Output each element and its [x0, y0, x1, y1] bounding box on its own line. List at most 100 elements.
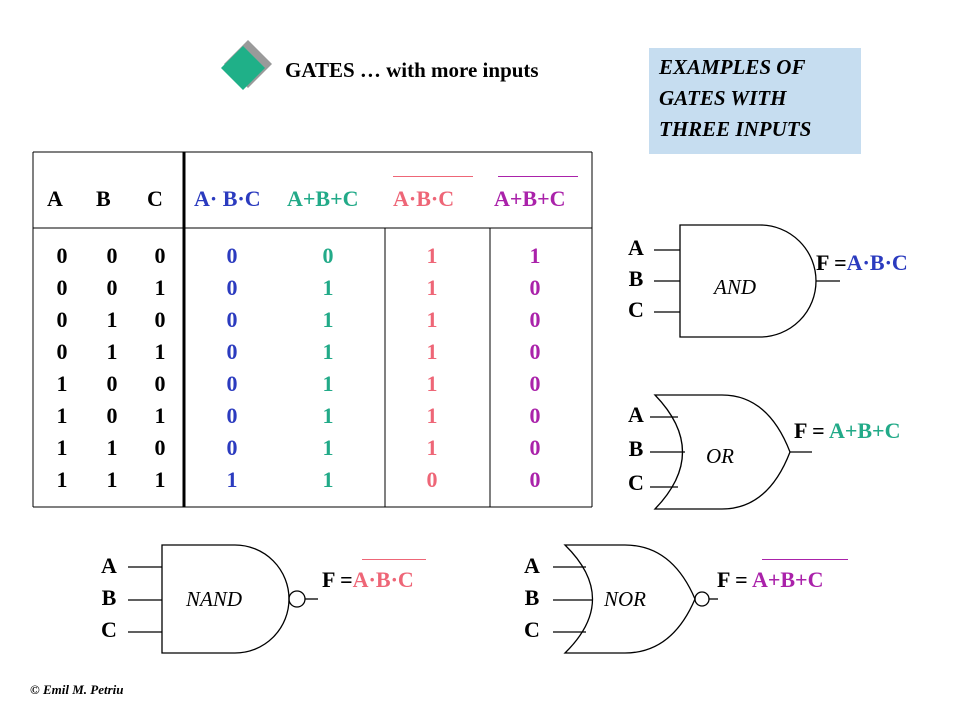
nor-input-b: B [524, 585, 540, 610]
examples-line-2: GATES WITH [659, 86, 787, 110]
cell-c-row-1: 0 [154, 243, 166, 268]
cell-and-row-1: 0 [226, 243, 238, 268]
and-gate-name: AND [714, 275, 756, 299]
cell-nor-row-5: 0 [529, 371, 541, 396]
nand-gate-symbol [128, 544, 318, 654]
cell-and-row-4: 0 [226, 339, 238, 364]
and-gate-symbol [654, 224, 840, 338]
and-formula-prefix: F = [816, 250, 847, 275]
cell-nand-row-8: 0 [426, 467, 438, 492]
cell-nand-row-5: 1 [426, 371, 438, 396]
cell-and-row-5: 0 [226, 371, 238, 396]
cell-b-row-7: 1 [106, 435, 118, 460]
and-formula: F =A·B·C [816, 250, 908, 276]
nand-header-overline [393, 176, 473, 177]
nand-input-a: A [101, 553, 117, 578]
cell-a-row-1: 0 [56, 243, 68, 268]
truth-table-frame [32, 151, 593, 508]
or-gate-name: OR [706, 444, 734, 468]
nor-formula-overline [762, 559, 848, 560]
nor-formula: F = A+B+C [717, 567, 823, 593]
nor-gate-name: NOR [604, 587, 646, 611]
cell-nor-row-3: 0 [529, 307, 541, 332]
copyright: © Emil M. Petriu [30, 682, 124, 697]
diamond-bullet-icon [221, 40, 272, 90]
or-formula-expr: A+B+C [828, 418, 901, 443]
nand-formula-expr: A·B·C [352, 567, 414, 592]
column-and: 0 0 0 0 0 0 0 1 [222, 240, 242, 496]
cell-a-row-6: 1 [56, 403, 68, 428]
cell-nor-row-4: 0 [529, 339, 541, 364]
nand-formula-prefix: F = [322, 567, 353, 592]
nor-formula-expr: A+B+C [751, 567, 824, 592]
header-nor: A+B+C [494, 186, 566, 211]
or-formula-prefix: F = [794, 418, 829, 443]
cell-b-row-4: 1 [106, 339, 118, 364]
examples-line-1: EXAMPLES OF [659, 55, 806, 79]
cell-or-row-3: 1 [322, 307, 334, 332]
cell-and-row-7: 0 [226, 435, 238, 460]
page-title: GATES … with more inputs [285, 58, 539, 82]
cell-nor-row-2: 0 [529, 275, 541, 300]
cell-or-row-2: 1 [322, 275, 334, 300]
cell-nand-row-1: 1 [426, 243, 438, 268]
nor-input-a: A [524, 553, 540, 578]
nand-formula-overline [362, 559, 426, 560]
nor-gate-symbol [553, 544, 718, 654]
or-gate-symbol [650, 394, 812, 510]
cell-b-row-8: 1 [106, 467, 118, 492]
cell-or-row-7: 1 [322, 435, 334, 460]
cell-a-row-3: 0 [56, 307, 68, 332]
cell-and-row-3: 0 [226, 307, 238, 332]
cell-c-row-6: 1 [154, 403, 166, 428]
cell-or-row-8: 1 [322, 467, 334, 492]
or-input-c: C [628, 470, 644, 495]
cell-b-row-6: 0 [106, 403, 118, 428]
examples-box: EXAMPLES OF GATES WITH THREE INPUTS [649, 48, 861, 154]
cell-b-row-5: 0 [106, 371, 118, 396]
header-c: C [147, 186, 163, 211]
header-a: A [47, 186, 63, 211]
nor-header-overline [498, 176, 578, 177]
cell-and-row-2: 0 [226, 275, 238, 300]
header-nand: A·B·C [393, 186, 455, 211]
nor-input-c: C [524, 617, 540, 642]
cell-c-row-3: 0 [154, 307, 166, 332]
cell-and-row-6: 0 [226, 403, 238, 428]
and-input-a: A [628, 235, 644, 260]
or-input-b: B [628, 436, 644, 461]
cell-nor-row-7: 0 [529, 435, 541, 460]
header-and: A· B·C [194, 186, 261, 211]
header-or: A+B+C [287, 186, 359, 211]
nor-formula-prefix: F = [717, 567, 752, 592]
cell-and-row-8: 1 [226, 467, 238, 492]
cell-or-row-1: 0 [322, 243, 334, 268]
examples-line-3: THREE INPUTS [659, 117, 812, 141]
cell-c-row-7: 0 [154, 435, 166, 460]
cell-c-row-4: 1 [154, 339, 166, 364]
cell-a-row-4: 0 [56, 339, 68, 364]
cell-nand-row-2: 1 [426, 275, 438, 300]
or-input-a: A [628, 402, 644, 427]
cell-nor-row-8: 0 [529, 467, 541, 492]
cell-c-row-8: 1 [154, 467, 166, 492]
nand-input-b: B [101, 585, 117, 610]
cell-b-row-2: 0 [106, 275, 118, 300]
cell-nor-row-6: 0 [529, 403, 541, 428]
header-b: B [96, 186, 111, 211]
cell-nor-row-1: 1 [529, 243, 541, 268]
cell-a-row-8: 1 [56, 467, 68, 492]
nand-input-c: C [101, 617, 117, 642]
cell-nand-row-4: 1 [426, 339, 438, 364]
cell-or-row-5: 1 [322, 371, 334, 396]
cell-a-row-5: 1 [56, 371, 68, 396]
and-input-c: C [628, 297, 644, 322]
column-b: 0 0 1 1 0 0 1 1 [102, 240, 122, 496]
nand-gate-name: NAND [186, 587, 243, 611]
cell-b-row-3: 1 [106, 307, 118, 332]
cell-b-row-1: 0 [106, 243, 118, 268]
